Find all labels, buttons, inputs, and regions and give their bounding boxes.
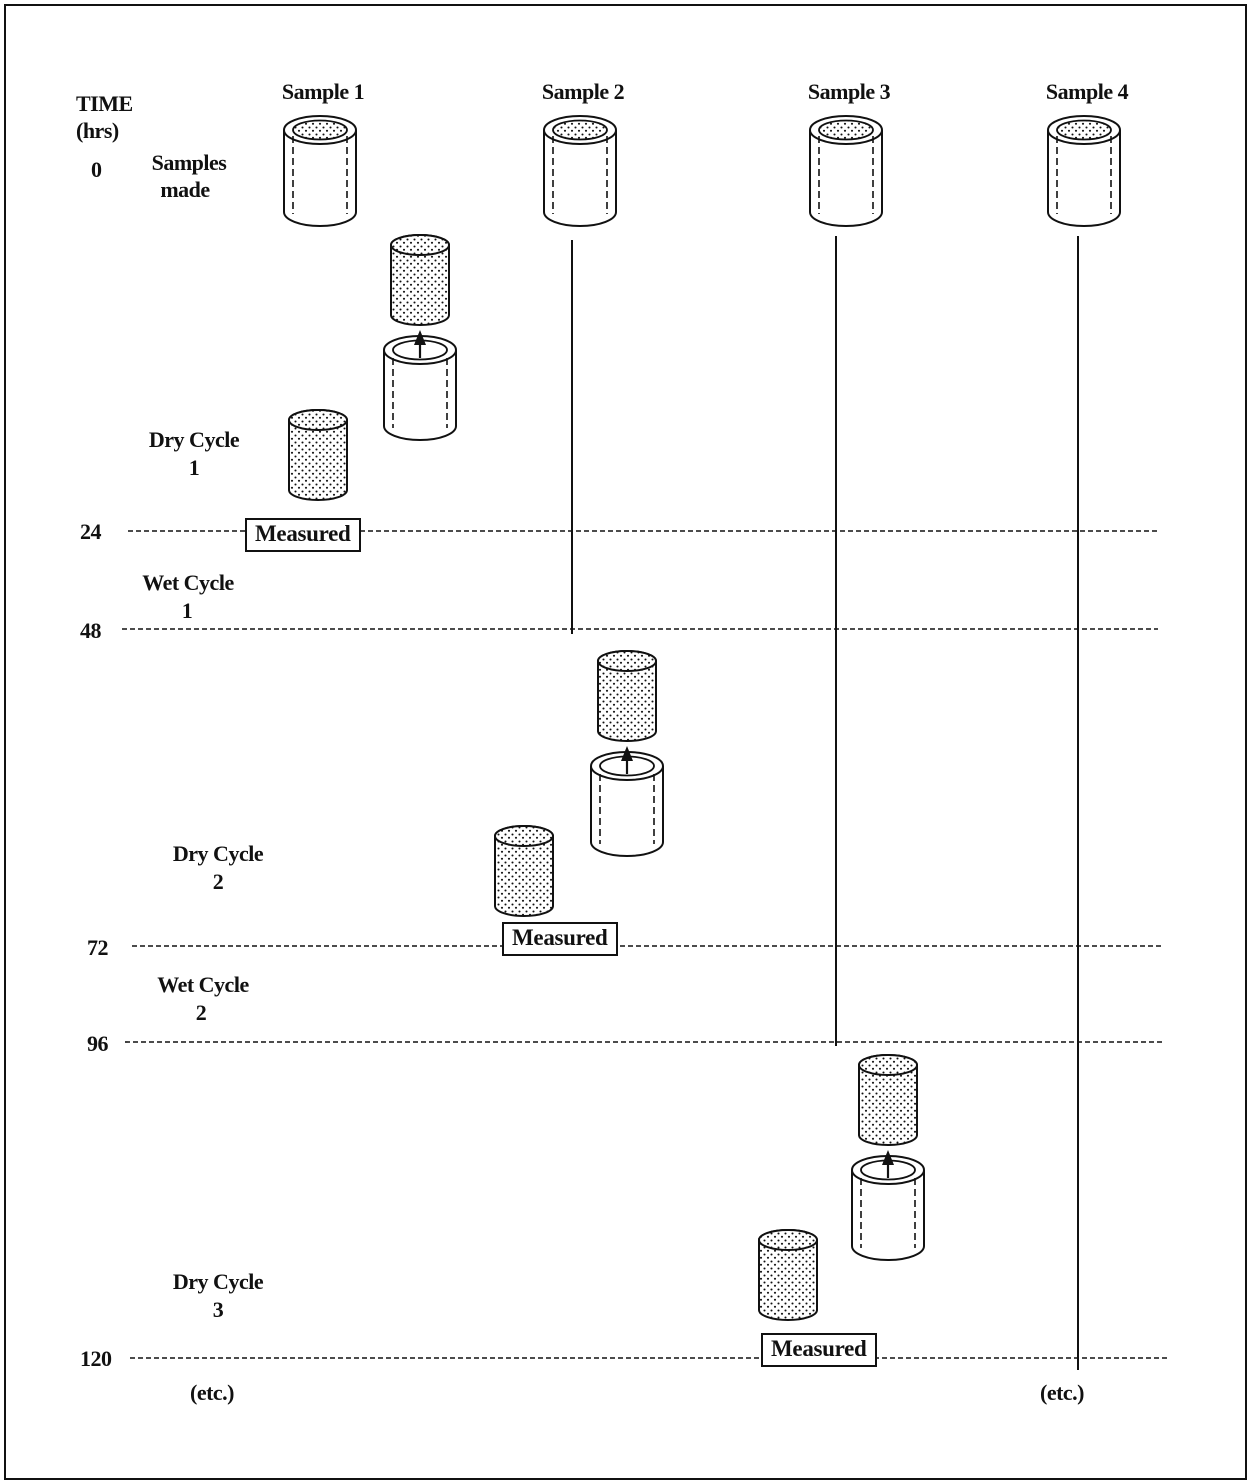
dried-specimen-2 [494,825,554,917]
extracted-specimen-2 [597,650,657,742]
measured-box-sample-2: Measured [502,922,618,956]
wet-cycle-1-number: 1 [181,598,193,623]
mold-sample-3 [809,115,883,227]
mold-sample-4 [1047,115,1121,227]
sample-cylinders [283,115,1121,1321]
dry-cycle-2-label: Dry Cycle [172,841,264,866]
samples-made-label-line2: made [160,177,210,202]
sample-2-label: Sample 2 [541,79,625,104]
empty-mold-1 [383,330,457,441]
time-mark-48: 48 [80,618,102,643]
dry-cycle-1-number: 1 [188,455,200,480]
dry-cycle-2-number: 2 [212,869,224,894]
extracted-specimen-1 [390,234,450,326]
wet-cycle-1-label: Wet Cycle [142,570,234,595]
dried-specimen-1 [288,409,348,501]
etc-label-right: (etc.) [1040,1380,1085,1405]
measured-box-sample-1: Measured [245,518,361,552]
time-mark-96: 96 [87,1031,109,1056]
sample-1-label: Sample 1 [281,79,365,104]
mold-sample-1 [283,115,357,227]
samples-made-label-line1: Samples [151,150,227,175]
wet-cycle-2-number: 2 [195,1000,207,1025]
sample-3-label: Sample 3 [807,79,891,104]
time-mark-0: 0 [91,157,102,182]
dried-specimen-3 [758,1229,818,1321]
sample-lifelines [571,236,1079,1370]
time-mark-120: 120 [80,1346,112,1371]
time-axis-heading: TIME [76,91,133,116]
empty-mold-2 [590,746,664,857]
sample-4-label: Sample 4 [1045,79,1129,104]
dry-cycle-3-label: Dry Cycle [172,1269,264,1294]
time-mark-24: 24 [80,519,102,544]
extracted-specimen-3 [858,1054,918,1146]
wet-cycle-2-label: Wet Cycle [157,972,249,997]
empty-mold-3 [851,1150,925,1261]
mold-sample-2 [543,115,617,227]
time-mark-72: 72 [87,935,109,960]
dry-cycle-3-number: 3 [212,1297,224,1322]
time-axis-unit: (hrs) [76,118,119,143]
etc-label-left: (etc.) [190,1380,235,1405]
diagram-frame [4,4,1247,1480]
dry-cycle-1-label: Dry Cycle [148,427,240,452]
measured-box-sample-3: Measured [761,1333,877,1367]
